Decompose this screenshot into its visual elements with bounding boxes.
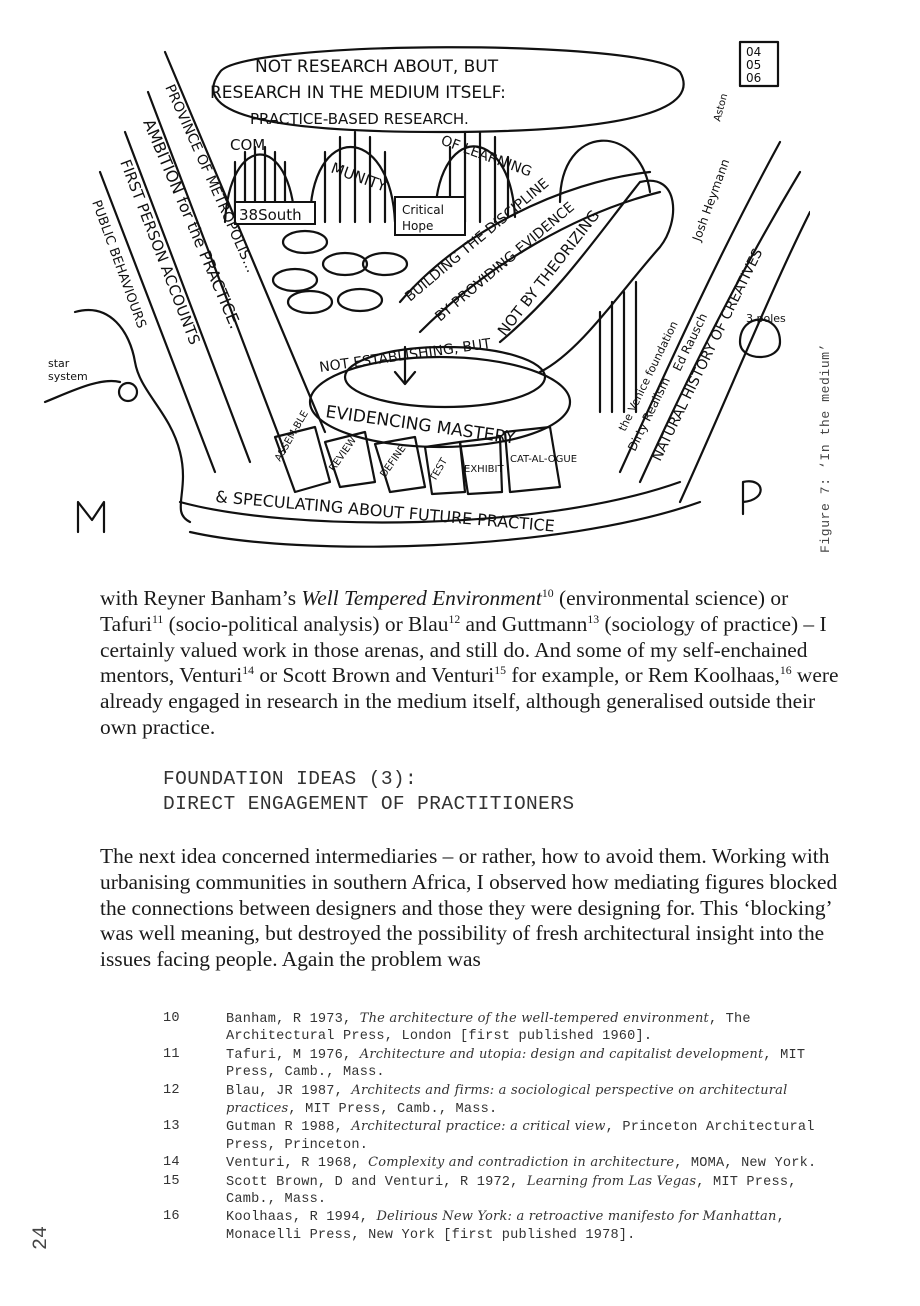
footnote-ref: 10 [541, 586, 554, 600]
bubble-line-2: RESEARCH IN THE MEDIUM ITSELF: [210, 83, 506, 103]
body-paragraph-1: with Reyner Banham’s Well Tempered Envir… [100, 586, 839, 739]
bubble-line-1: NOT RESEARCH ABOUT, BUT [255, 57, 499, 77]
section-heading-line-2: DIRECT ENGAGEMENT OF PRACTITIONERS [163, 793, 575, 815]
poles-label: 3 poles [746, 312, 786, 325]
first-person-label: FIRST PERSON ACCOUNTS [116, 157, 203, 347]
footnote-ref: 15 [494, 664, 506, 678]
footnote-number: 11 [163, 1046, 180, 1062]
footnote-number: 16 [163, 1209, 180, 1225]
section-heading-line-1: FOUNDATION IDEAS (3): [163, 768, 418, 790]
footnote-ref: 12 [448, 612, 461, 626]
date-1: 04 [746, 45, 761, 59]
date-2: 05 [746, 58, 761, 72]
footnote-ref: 11 [151, 612, 164, 626]
footnote-number: 10 [163, 1011, 180, 1026]
star-label-1: star [48, 357, 70, 370]
footnote-ref: 16 [779, 664, 792, 678]
sign-critical: Critical [402, 203, 444, 217]
footnote-ref: 14 [242, 664, 254, 678]
community-label-1: COM [230, 136, 265, 154]
sign-hope: Hope [402, 219, 433, 233]
aston-label: Aston [712, 92, 730, 122]
footnote-number: 12 [163, 1082, 180, 1098]
letter-p: P [740, 549, 741, 551]
figure-caption: Figure 7: ‘In the medium’ [818, 342, 833, 553]
footnote-number: 15 [163, 1173, 180, 1189]
ring-tag-catalogue: CAT-AL-OGUE [510, 454, 577, 465]
star-label-2: system [48, 370, 88, 383]
body-paragraph-2: The next idea concerned intermediaries –… [100, 844, 838, 972]
ring-tag-define: DEFINE [378, 443, 408, 479]
speculating-label: & SPECULATING ABOUT FUTURE PRACTICE [215, 487, 556, 536]
footnote-number: 13 [163, 1119, 180, 1135]
page-number: 24 [30, 1225, 53, 1250]
sketch-figure: NOT RESEARCH ABOUT, BUT RESEARCH IN THE … [43, 40, 810, 551]
bubble-line-3: PRACTICE-BASED RESEARCH. [250, 110, 469, 128]
footnote-ref: 13 [587, 612, 600, 626]
heymann-label: Josh Heymann [689, 157, 732, 244]
section-heading: FOUNDATION IDEAS (3): DIRECT ENGAGEMENT … [163, 767, 574, 817]
footnote-number: 14 [163, 1155, 180, 1171]
sign-38south: 38South [239, 206, 302, 224]
ring-tag-exhibit: EXHIBIT [464, 464, 504, 475]
ring-tag-test: TEST [428, 456, 451, 485]
letter-m: M [100, 549, 101, 551]
community-label-2: MUNITY [329, 159, 390, 196]
date-3: 06 [746, 71, 761, 85]
